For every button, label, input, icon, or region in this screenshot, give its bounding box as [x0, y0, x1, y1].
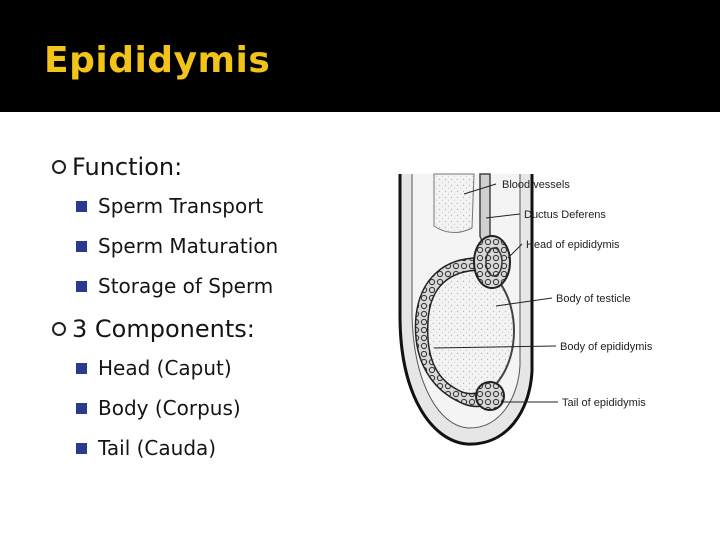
list-item: Storage of Sperm [76, 272, 372, 300]
function-heading: Function: [72, 153, 183, 181]
list-item: Head (Caput) [76, 354, 372, 382]
label-body-epididymis: Body of epididymis [560, 341, 653, 353]
component-item: Tail (Cauda) [98, 436, 217, 460]
label-tail-epididymis: Tail of epididymis [562, 397, 646, 409]
square-bullet-icon [76, 280, 87, 292]
slide-title: Epididymis [44, 40, 271, 81]
epididymis-diagram: Blood vessels Ductus Deferens Head of ep… [372, 166, 672, 456]
square-bullet-icon [76, 362, 87, 374]
leader-lines [433, 183, 558, 403]
list-item: Body (Corpus) [76, 394, 372, 422]
label-ductus-deferens: Ductus Deferens [524, 209, 606, 221]
diagram-svg: Blood vessels Ductus Deferens Head of ep… [398, 173, 653, 446]
bullet-function: Function: [52, 150, 372, 184]
square-bullet-icon [76, 402, 87, 414]
component-item: Body (Corpus) [98, 396, 241, 420]
circle-bullet-icon [52, 160, 66, 174]
ductus-deferens [479, 173, 491, 246]
bullet-list: Function: Sperm Transport Sperm Maturati… [52, 150, 372, 474]
function-item: Sperm Transport [98, 194, 264, 218]
component-item: Head (Caput) [98, 356, 232, 380]
square-bullet-icon [76, 240, 87, 252]
epididymis-head [473, 235, 511, 289]
function-item: Sperm Maturation [98, 234, 279, 258]
components-heading: 3 Components: [72, 315, 255, 343]
label-head-epididymis: Head of epididymis [526, 239, 620, 251]
square-bullet-icon [76, 200, 87, 212]
title-bar [0, 0, 720, 112]
bullet-components: 3 Components: [52, 312, 372, 346]
epididymis-tail [475, 381, 505, 411]
blood-vessels [433, 173, 475, 233]
list-item: Sperm Transport [76, 192, 372, 220]
function-item: Storage of Sperm [98, 274, 274, 298]
list-item: Tail (Cauda) [76, 434, 372, 462]
circle-bullet-icon [52, 322, 66, 336]
label-body-testicle: Body of testicle [556, 293, 631, 305]
label-blood-vessels: Blood vessels [502, 179, 570, 191]
list-item: Sperm Maturation [76, 232, 372, 260]
head-inner-loop [485, 247, 503, 277]
square-bullet-icon [76, 442, 87, 454]
